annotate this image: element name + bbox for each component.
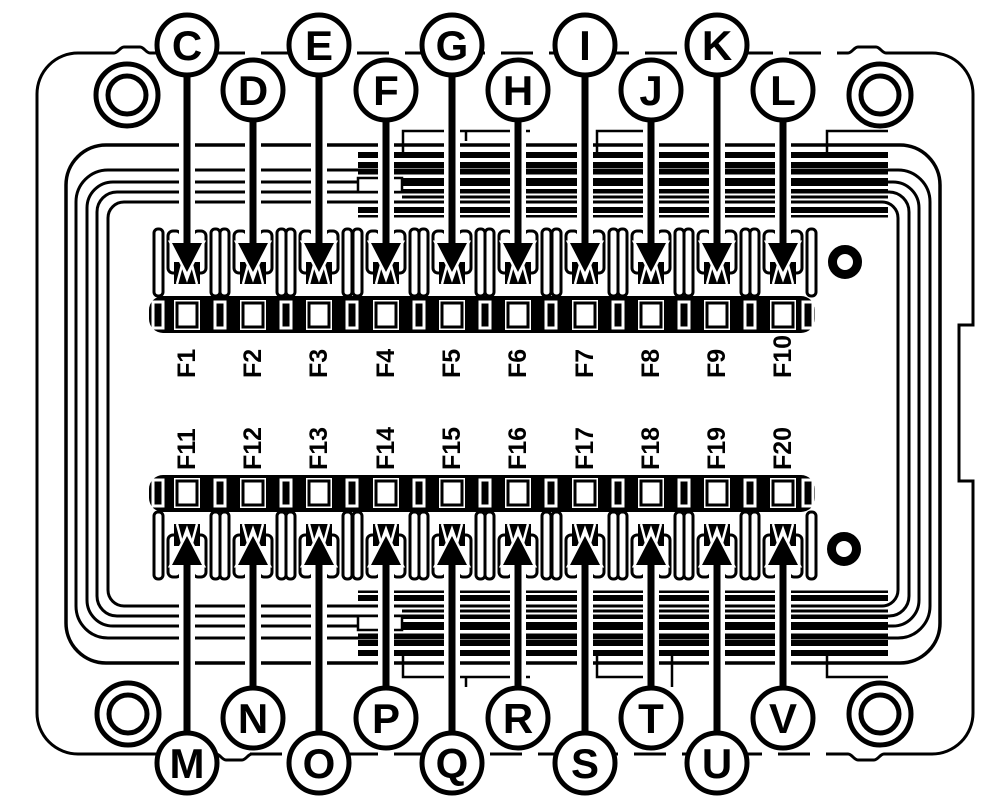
fuse-label-F17: F17 (571, 427, 599, 470)
callout-letter-I: I (579, 22, 591, 69)
callout-circle-O (286, 730, 352, 796)
fuse-label-F20: F20 (769, 427, 797, 470)
callout-letter-V: V (769, 695, 797, 742)
callout-letter-P: P (372, 695, 400, 742)
rail-slot (677, 478, 691, 508)
callout-letter-G: G (436, 22, 469, 69)
rail-slot (544, 300, 558, 330)
rail-slot (345, 478, 359, 508)
fuse-label-F8: F8 (637, 349, 665, 378)
callout-circle-G (419, 12, 485, 78)
rail-slot (213, 300, 227, 330)
callout-letter-C: C (172, 22, 202, 69)
rail-slot (611, 300, 625, 330)
rivet-lower-right (827, 532, 861, 566)
callout-letter-F: F (373, 67, 399, 114)
rail-slot (611, 478, 625, 508)
callout-circle-V (750, 685, 816, 751)
callout-letter-M: M (170, 740, 205, 787)
case-outline-right (838, 45, 975, 762)
fuse-label-F4: F4 (372, 349, 400, 378)
fuse-label-F15: F15 (438, 427, 466, 470)
callout-circle-C (154, 12, 220, 78)
callout-letter-J: J (639, 67, 662, 114)
rivet-upper-right (828, 245, 862, 279)
callout-circle-R (485, 685, 551, 751)
fuse-label-F13: F13 (305, 427, 333, 470)
fuse-label-F5: F5 (438, 349, 466, 378)
fuse-label-F1: F1 (173, 349, 201, 378)
rail-slot (412, 478, 426, 508)
callout-circle-L (750, 57, 816, 123)
fuse-label-F14: F14 (372, 427, 400, 470)
callout-letter-Q: Q (436, 740, 469, 787)
callout-circle-P (353, 685, 419, 751)
rail-end-slot (151, 478, 165, 508)
fuse-label-F10: F10 (769, 335, 797, 378)
callout-circle-U (684, 730, 750, 796)
callout-letter-N: N (238, 695, 268, 742)
callout-letter-T: T (638, 695, 664, 742)
case-outline-left (35, 45, 258, 762)
rail-end-slot (801, 478, 815, 508)
callout-circle-Q (419, 730, 485, 796)
fuse-label-F16: F16 (504, 427, 532, 470)
bolt-hole-bottom-left (94, 680, 162, 748)
fuse-label-F6: F6 (504, 349, 532, 378)
callout-letter-L: L (770, 67, 796, 114)
bolt-hole-top-right (846, 61, 914, 129)
fuse-label-F7: F7 (571, 349, 599, 378)
rail-slot (213, 478, 227, 508)
fuse-label-F18: F18 (637, 427, 665, 470)
callout-circle-H (485, 57, 551, 123)
inner-housing-ring-1 (64, 143, 942, 665)
rail-slot (412, 300, 426, 330)
fuse-label-F19: F19 (703, 427, 731, 470)
callout-circle-I (552, 12, 618, 78)
callout-circle-J (618, 57, 684, 123)
rail-slot (478, 300, 492, 330)
callout-letter-R: R (503, 695, 533, 742)
rail-slot (279, 478, 293, 508)
callout-circle-M (154, 730, 220, 796)
fuse-label-F12: F12 (239, 427, 267, 470)
callout-circle-F (353, 57, 419, 123)
fuse-label-F11: F11 (173, 428, 201, 470)
rail-slot (544, 478, 558, 508)
rail-slot (478, 478, 492, 508)
rail-end-slot (151, 300, 165, 330)
callout-circle-D (220, 57, 286, 123)
rail-slot (345, 300, 359, 330)
rail-slot (677, 300, 691, 330)
fuse-label-F3: F3 (305, 349, 333, 378)
callout-circle-K (684, 12, 750, 78)
callout-letter-D: D (238, 67, 268, 114)
callout-circle-T (618, 685, 684, 751)
callout-letter-O: O (303, 740, 336, 787)
bolt-hole-bottom-right (846, 680, 914, 748)
callout-circle-N (220, 685, 286, 751)
callout-letter-H: H (503, 67, 533, 114)
bolt-hole-top-left (93, 61, 161, 129)
rail-slot (743, 300, 757, 330)
rail-slot (743, 478, 757, 508)
callout-circle-E (286, 12, 352, 78)
callout-circle-S (552, 730, 618, 796)
callout-letter-U: U (702, 740, 732, 787)
rail-slot (279, 300, 293, 330)
rail-end-slot (801, 300, 815, 330)
fuse-label-F9: F9 (703, 349, 731, 378)
callout-letter-K: K (702, 22, 732, 69)
fuse-label-F2: F2 (239, 349, 267, 378)
inner-housing-ring-5 (106, 200, 900, 608)
callout-letter-S: S (571, 740, 599, 787)
inner-housing-ring-2 (74, 168, 932, 640)
callout-letter-E: E (305, 22, 333, 69)
